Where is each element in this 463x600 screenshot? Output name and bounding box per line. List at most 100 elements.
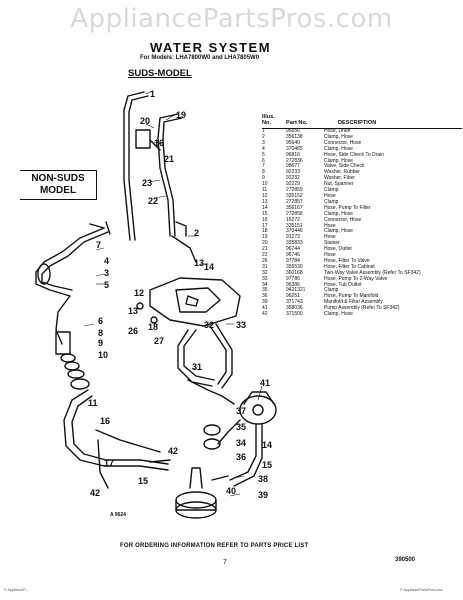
part-number: 335151 bbox=[286, 222, 303, 229]
part-description: Hose bbox=[324, 252, 336, 259]
callout-42a: 42 bbox=[168, 446, 178, 456]
part-description: Washer, Fiber bbox=[324, 175, 355, 182]
callout-11: 11 bbox=[88, 398, 98, 408]
part-illus-no: 34 bbox=[262, 281, 268, 288]
part-description: Two-Way Valve Assembly (Refer To SF342) bbox=[324, 269, 421, 276]
part-number: 92229 bbox=[286, 181, 300, 188]
part-illus-no: 33 bbox=[262, 275, 268, 282]
callout-4: 4 bbox=[104, 256, 109, 266]
part-description: Hose, Filter To Valve bbox=[324, 257, 370, 264]
part-description: Clamp, Hose bbox=[324, 311, 353, 318]
part-illus-no: 4 bbox=[262, 145, 265, 152]
part-description: Hose bbox=[324, 234, 336, 241]
part-illus-no: 26 bbox=[262, 257, 268, 264]
part-description: Connector, Hose bbox=[324, 139, 362, 146]
part-number: 96386 bbox=[286, 281, 300, 288]
callout-32: 32 bbox=[204, 320, 214, 330]
parts-list-header: Illus. No. Part No. DESCRIPTION bbox=[262, 104, 462, 129]
drain-hose bbox=[123, 91, 145, 241]
part-description: Pump Assembly (Refer To SF342) bbox=[324, 305, 400, 312]
part-description: Hose, Pump To Filter bbox=[324, 204, 371, 211]
part-illus-no: 16 bbox=[262, 216, 268, 223]
callout-39: 39 bbox=[258, 490, 268, 500]
part-illus-no: 5 bbox=[262, 151, 265, 158]
ordering-note: FOR ORDERING INFORMATION REFER TO PARTS … bbox=[120, 543, 309, 549]
part-number: 370465 bbox=[286, 145, 303, 152]
callout-3: 3 bbox=[104, 268, 109, 278]
part-description: Valve, Side Check bbox=[324, 163, 365, 170]
part-number: 96656 bbox=[286, 128, 300, 134]
copyright-right: © AppliancePartsPros.com bbox=[400, 588, 443, 592]
strainer bbox=[135, 129, 151, 149]
document-code: 390500 bbox=[395, 557, 416, 563]
callout-15b: 15 bbox=[138, 476, 148, 486]
part-illus-no: 6 bbox=[262, 157, 265, 164]
callout-16b: 16 bbox=[100, 416, 110, 426]
part-number: 9421321 bbox=[286, 287, 306, 294]
part-illus-no: 39 bbox=[262, 299, 268, 306]
part-number: 358036 bbox=[286, 305, 303, 312]
part-description: Nut, Spanner bbox=[324, 181, 354, 188]
callout-15a: 15 bbox=[262, 460, 272, 470]
part-number: 96746 bbox=[286, 252, 300, 259]
part-description: Hose, Drain bbox=[324, 128, 351, 134]
callout-27: 27 bbox=[154, 336, 164, 346]
callout-10: 10 bbox=[98, 350, 108, 360]
part-number: 92232 bbox=[286, 175, 300, 182]
part-number: 96816 bbox=[286, 151, 300, 158]
part-description: Clamp, Hose bbox=[324, 228, 353, 235]
callout-14a: 14 bbox=[204, 262, 214, 272]
callout-16: 16 bbox=[154, 138, 164, 148]
callout-19: 19 bbox=[176, 110, 186, 120]
part-illus-no: 15 bbox=[262, 210, 268, 217]
callout-17: 17 bbox=[104, 458, 114, 468]
part-description: Hose, Pump To Manifold bbox=[324, 293, 379, 300]
callout-34: 34 bbox=[236, 438, 246, 448]
pump-to-valve-hose bbox=[209, 325, 227, 385]
part-number: 91273 bbox=[286, 234, 300, 241]
col-part-no: Part No. bbox=[286, 120, 308, 126]
part-description: Washer, Rubber bbox=[324, 169, 360, 176]
part-number: 97784 bbox=[286, 257, 300, 264]
part-illus-no: 32 bbox=[262, 269, 268, 276]
part-illus-no: 36 bbox=[262, 293, 268, 300]
part-description: Manifold & Filter Assembly bbox=[324, 299, 383, 306]
callout-38: 38 bbox=[258, 474, 268, 484]
callout-18: 18 bbox=[148, 322, 158, 332]
callout-2: 2 bbox=[194, 228, 199, 238]
part-description: Connector, Hose bbox=[324, 216, 362, 223]
callout-35: 35 bbox=[236, 422, 246, 432]
part-description: Clamp bbox=[324, 198, 339, 205]
part-description: Hose bbox=[324, 192, 336, 199]
tub-outlet-hose bbox=[63, 389, 169, 471]
part-description: Clamp, Hose bbox=[324, 145, 353, 152]
callout-22: 22 bbox=[148, 196, 158, 206]
parts-list-row: 19 91273 Hose bbox=[262, 234, 462, 241]
part-illus-no: 20 bbox=[262, 240, 268, 247]
part-illus-no: 19 bbox=[262, 234, 268, 241]
callout-12: 12 bbox=[134, 288, 144, 298]
part-illus-no: 35 bbox=[262, 287, 268, 294]
part-illus-no: 7 bbox=[262, 163, 265, 170]
part-number: 335152 bbox=[286, 192, 303, 199]
part-number: 272857 bbox=[286, 198, 303, 205]
part-description: Clamp, Hose bbox=[324, 133, 353, 140]
